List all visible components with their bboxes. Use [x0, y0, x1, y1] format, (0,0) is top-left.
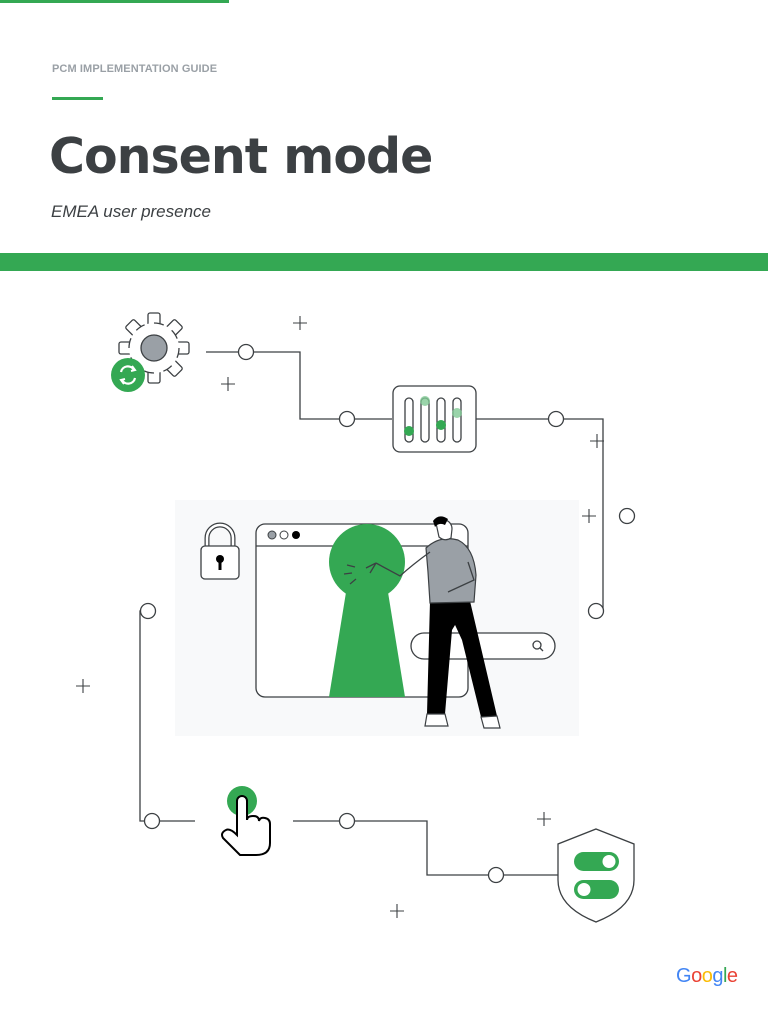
sparkle-marks: [76, 316, 604, 918]
logo-letter: l: [722, 965, 727, 987]
logo-letter: o: [701, 965, 713, 987]
page-subtitle: EMEA user presence: [51, 202, 211, 221]
lock-icon: [200, 522, 240, 580]
gear-refresh-icon: [111, 312, 190, 392]
logo-letter: g: [712, 965, 723, 987]
person-figure: [343, 516, 501, 729]
logo-letter: o: [691, 965, 702, 987]
document-kicker: PCM IMPLEMENTATION GUIDE: [52, 63, 218, 75]
page-title: Consent mode: [49, 128, 433, 185]
consent-illustration: [76, 312, 636, 923]
tap-hand-icon: [221, 786, 271, 856]
keyhole-icon: [329, 524, 405, 697]
connector-nodes: [139, 343, 636, 884]
logo-letter: e: [726, 965, 738, 987]
logo-letter: G: [676, 965, 692, 987]
kicker-rule: [52, 97, 103, 100]
sliders-icon: [392, 385, 477, 453]
green-band: [0, 253, 768, 271]
shield-toggles-icon: [557, 828, 635, 923]
top-accent-bar: [0, 0, 229, 3]
google-logo: Google: [676, 966, 738, 986]
